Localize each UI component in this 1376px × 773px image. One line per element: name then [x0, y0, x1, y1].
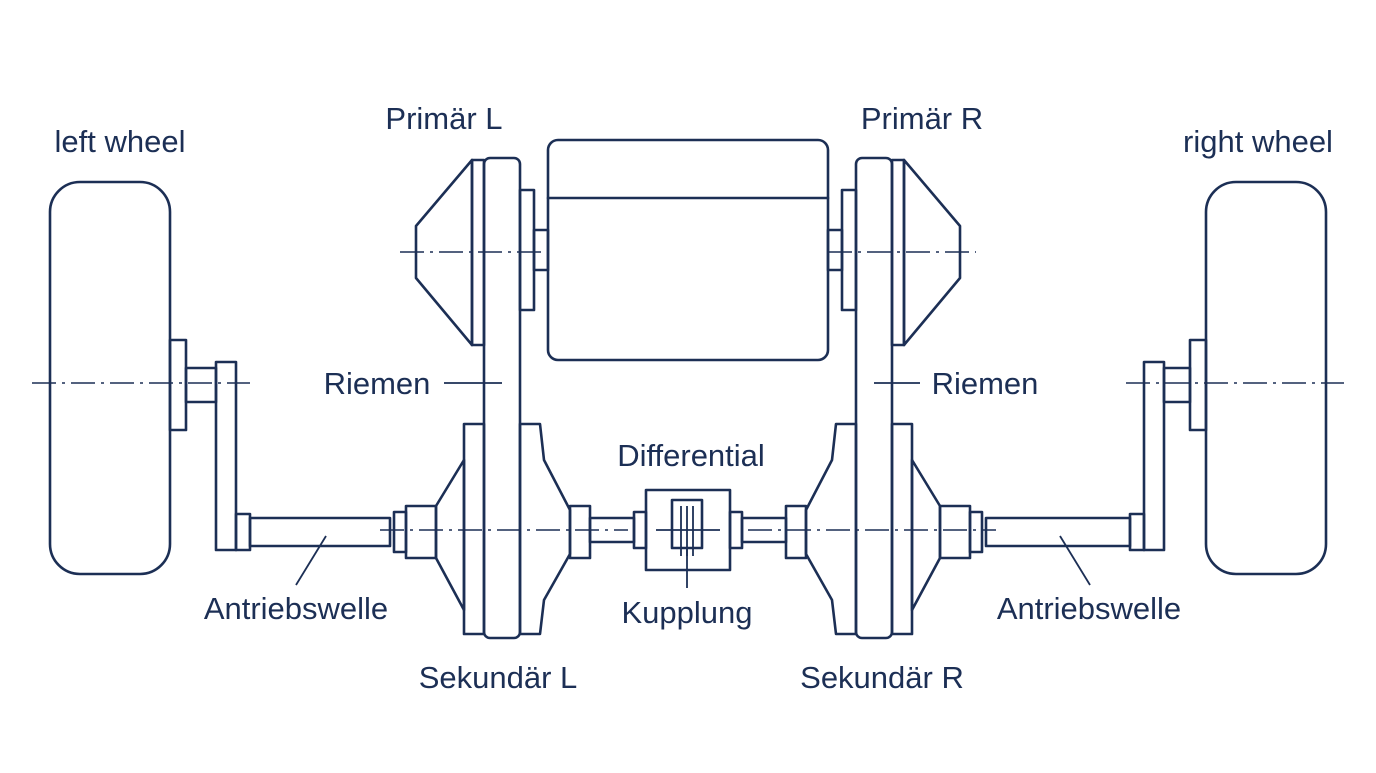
- left-belt: [444, 156, 522, 640]
- label-secondary-right: Sekundär R: [800, 660, 964, 695]
- right-secondary-pulley: [748, 422, 996, 636]
- label-belt-right: Riemen: [932, 366, 1039, 401]
- label-belt-left: Riemen: [324, 366, 431, 401]
- left-primary-pulley: [400, 158, 550, 347]
- label-drive-shaft-right: Antriebswelle: [997, 591, 1181, 626]
- left-wheel-hub: [168, 338, 252, 552]
- label-differential: Differential: [617, 438, 765, 473]
- right-primary-pulley: [826, 158, 976, 347]
- label-primary-right: Primär R: [861, 101, 983, 136]
- label-secondary-left: Sekundär L: [419, 660, 578, 695]
- right-wheel: [1126, 180, 1344, 576]
- differential-housing: [644, 488, 732, 588]
- right-drive-shaft: [984, 516, 1132, 586]
- label-coupling: Kupplung: [621, 595, 752, 630]
- label-drive-shaft-left: Antriebswelle: [204, 591, 388, 626]
- right-belt: [854, 156, 920, 640]
- label-right-wheel: right wheel: [1183, 124, 1333, 159]
- label-left-wheel: left wheel: [55, 124, 186, 159]
- motor-housing: [546, 138, 830, 362]
- right-wheel-hub: [1128, 338, 1208, 552]
- left-secondary-pulley: [380, 422, 628, 636]
- left-drive-shaft: [248, 516, 392, 586]
- label-primary-left: Primär L: [385, 101, 502, 136]
